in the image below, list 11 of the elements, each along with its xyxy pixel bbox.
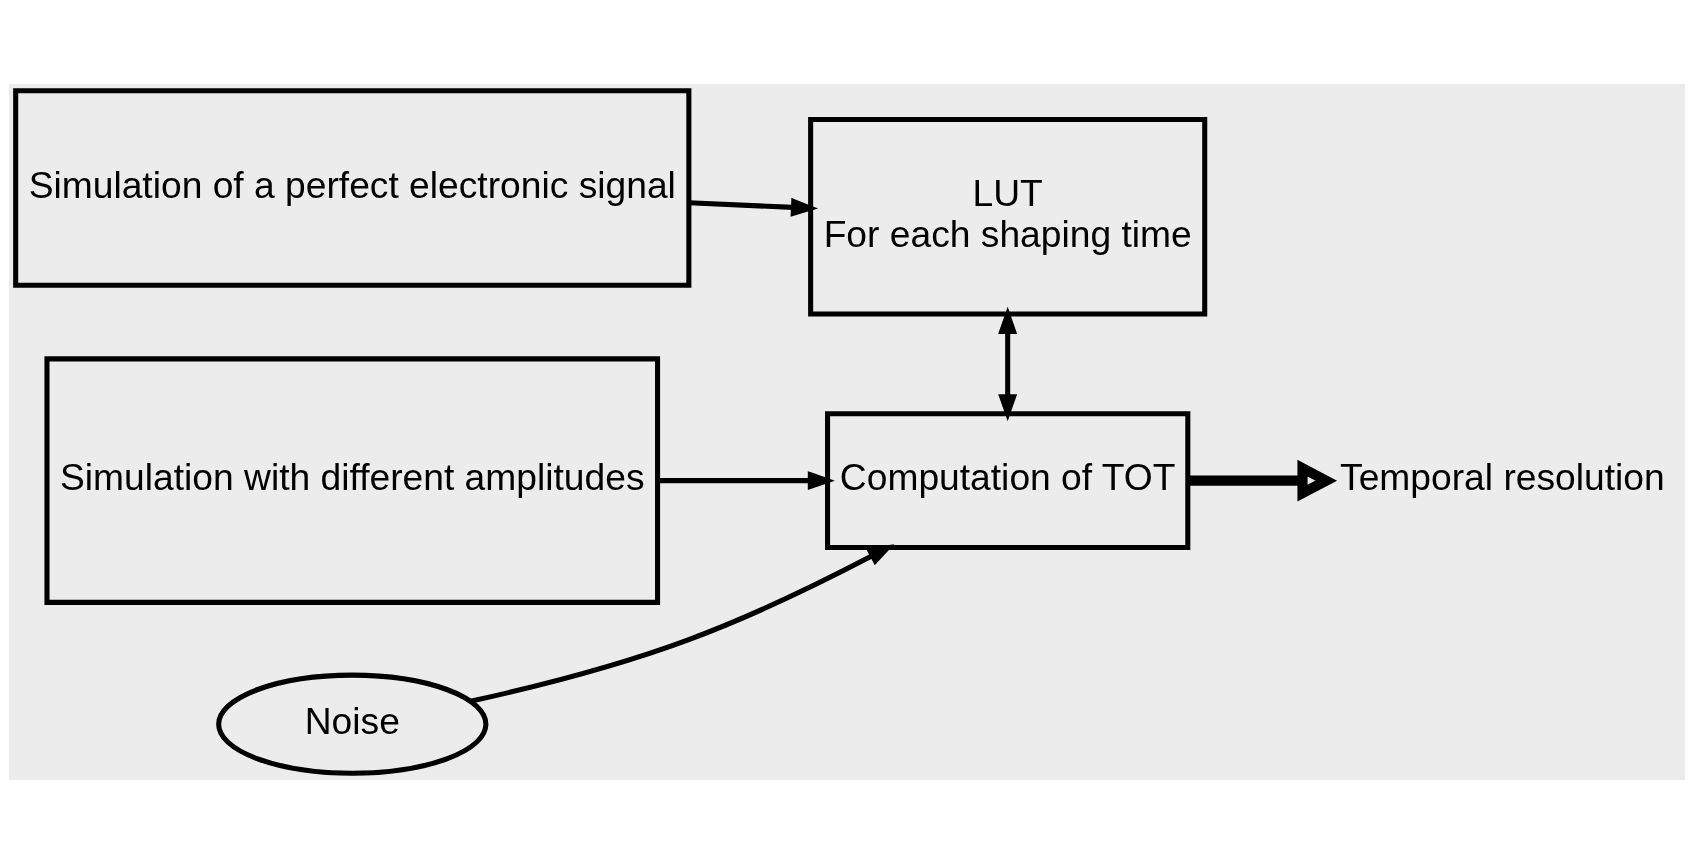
arrow [470,543,895,704]
arrow [688,197,819,217]
arrow [1188,459,1338,501]
node-text: Temporal resolution [1340,455,1665,498]
node-ellipse: Noise [216,672,489,776]
node-box: Simulation with different amplitudes [44,355,661,605]
arrow [658,470,835,490]
node-box: LUT For each shaping time [808,116,1208,317]
arrow [998,306,1018,421]
node-box: Computation of TOT [825,410,1191,550]
node-box: Simulation of a perfect electronic signal [13,87,692,288]
